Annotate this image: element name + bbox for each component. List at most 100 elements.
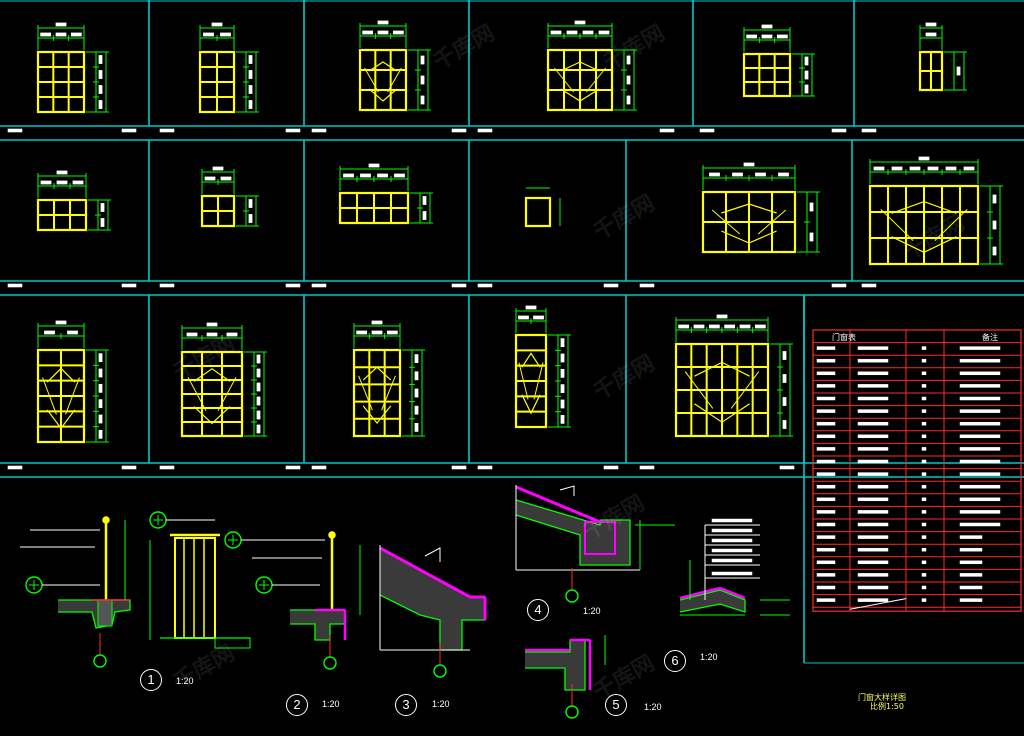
schedule-cell-mark	[816, 358, 836, 363]
schedule-cell-mark	[921, 560, 927, 565]
window-ornament	[65, 377, 80, 415]
dimension-text-mark	[743, 162, 755, 167]
cell-caption-mark	[639, 465, 655, 470]
schedule-cell-mark	[921, 396, 927, 401]
cell-caption-mark	[603, 283, 619, 288]
schedule-cell-mark	[857, 396, 889, 401]
window-ornament	[193, 368, 231, 382]
schedule-cell-mark	[959, 497, 1001, 502]
dimension-text-mark	[98, 100, 103, 109]
dimension-text-mark	[778, 172, 789, 177]
note-text-mark	[711, 548, 753, 553]
dimension-text-mark	[560, 368, 565, 378]
schedule-header-cell: 备注	[982, 333, 998, 342]
schedule-cell-mark	[959, 384, 1001, 388]
window-ornament	[217, 376, 237, 412]
dimension-text-mark	[98, 353, 103, 363]
note-text-mark	[711, 558, 753, 563]
schedule-cell-mark	[857, 484, 889, 489]
schedule-cell-mark	[959, 484, 1001, 489]
dimension-text-mark	[420, 55, 425, 65]
schedule-cell-mark	[959, 371, 1001, 376]
schedule-cell-mark	[857, 384, 889, 388]
window-ornament	[42, 377, 57, 415]
cell-caption-mark	[311, 465, 327, 470]
window-ornament	[187, 376, 207, 412]
dimension-text-mark	[55, 22, 67, 27]
window-ornament	[721, 230, 777, 244]
waterproof-layer	[679, 586, 721, 600]
dimension-text-mark	[204, 176, 216, 181]
dimension-text-mark	[212, 166, 224, 171]
window-ornament	[934, 209, 968, 241]
drawing-title: 门窗大样详图	[858, 693, 906, 702]
axis-bubble	[323, 656, 337, 670]
schedule-cell-mark	[959, 522, 1001, 527]
detail-number-circle: 5	[605, 694, 627, 716]
dimension-text-mark	[220, 32, 231, 37]
cell-caption-mark	[7, 128, 23, 133]
cell-caption-mark	[121, 128, 137, 133]
cell-caption-mark	[121, 465, 137, 470]
dimension-text-mark	[804, 84, 809, 94]
dimension-text-mark	[248, 214, 253, 223]
dimension-text-mark	[422, 211, 427, 220]
dimension-text-mark	[40, 32, 52, 37]
cell-caption-mark	[477, 128, 493, 133]
slab-section	[290, 609, 346, 641]
window-ornament	[533, 362, 544, 400]
dimension-text-mark	[368, 163, 380, 168]
detail-scale-label: 1:20	[644, 702, 662, 712]
window-ornament	[46, 409, 76, 430]
dimension-text-mark	[256, 382, 261, 392]
schedule-cell-mark	[921, 535, 927, 539]
dimension-text-mark	[203, 32, 214, 37]
dimension-text-mark	[377, 173, 388, 178]
dimension-text-mark	[533, 315, 544, 320]
dimension-text-mark	[356, 330, 368, 335]
dimension-text-mark	[560, 384, 565, 394]
dimension-text-mark	[626, 95, 631, 105]
schedule-cell-mark	[921, 585, 927, 590]
schedule-cell-mark	[857, 358, 889, 363]
window-ornament	[521, 352, 541, 368]
dimension-text-mark	[909, 166, 921, 171]
window-frame	[524, 196, 552, 228]
roof-membrane	[515, 485, 601, 524]
schedule-cell-mark	[816, 396, 836, 401]
dimension-text-mark	[343, 173, 354, 178]
schedule-cell-mark	[921, 434, 927, 439]
schedule-cell-mark	[816, 585, 836, 590]
cell-caption-mark	[311, 128, 327, 133]
window-ornament	[362, 405, 392, 425]
detail-number-circle: 6	[664, 650, 686, 672]
window-ornament	[711, 209, 741, 235]
schedule-cell-mark	[857, 497, 889, 502]
schedule-cell-mark	[959, 358, 1001, 363]
detail-number-circle: 2	[286, 694, 308, 716]
dimension-text-mark	[100, 218, 105, 227]
schedule-cell-mark	[857, 585, 889, 590]
dimension-text-mark	[918, 156, 930, 161]
dimension-text-mark	[70, 32, 82, 37]
railing-knob	[328, 531, 336, 539]
schedule-cell-mark	[857, 434, 889, 439]
cell-caption-mark	[831, 283, 847, 288]
dimension-text-mark	[256, 424, 261, 434]
schedule-cell-mark	[816, 459, 836, 464]
cell-caption-mark	[159, 283, 175, 288]
window-ornament	[891, 236, 957, 253]
schedule-cell-mark	[959, 598, 983, 602]
waterproof-layer	[719, 586, 746, 600]
dimension-text-mark	[206, 322, 218, 327]
slope-arrow	[559, 485, 575, 496]
cell-caption-mark	[639, 283, 655, 288]
slope-arrow	[424, 547, 441, 562]
dimension-text-mark	[804, 56, 809, 66]
window-frame	[358, 48, 408, 112]
schedule-cell-mark	[857, 447, 889, 451]
schedule-cell-mark	[959, 434, 1001, 439]
dimension-text-mark	[371, 320, 383, 325]
dimension-text-mark	[550, 30, 562, 35]
schedule-header-cell: 门窗表	[832, 333, 856, 342]
